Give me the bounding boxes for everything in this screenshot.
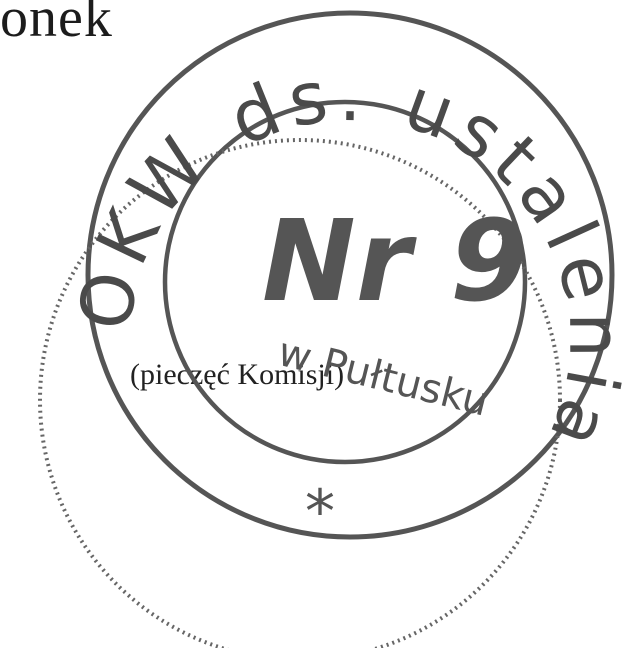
stamp-arc-text: OKW ds. ustalenia wyników <box>0 0 624 504</box>
stamp-star: * <box>305 477 335 547</box>
seal-caption: (pieczęć Komisji) <box>130 358 345 391</box>
stamp-dotted-ring <box>38 138 562 648</box>
stamp-inner-ring <box>162 99 528 465</box>
stamp-outer-ring <box>85 10 615 540</box>
stamp-number: Nr 9 <box>262 197 528 327</box>
partial-word-text: onek <box>0 0 113 49</box>
